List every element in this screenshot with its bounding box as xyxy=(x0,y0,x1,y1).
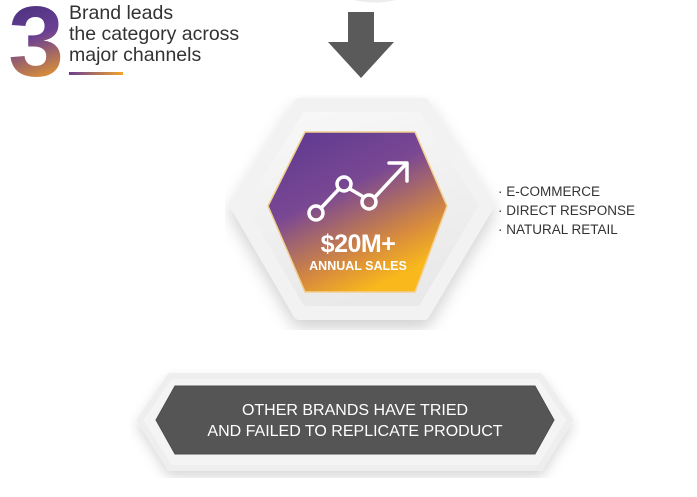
channel-item: DIRECT RESPONSE xyxy=(498,201,635,220)
heading-line: Brand leads xyxy=(69,2,174,24)
trend-up-chart-icon xyxy=(307,161,409,222)
banner-text: OTHER BRANDS HAVE TRIED AND FAILED TO RE… xyxy=(160,400,550,442)
step-heading: Brand leads the category across major ch… xyxy=(69,3,299,66)
heading-line: major channels xyxy=(69,44,202,66)
banner-line: AND FAILED TO REPLICATE PRODUCT xyxy=(207,423,503,440)
heading-underline xyxy=(69,72,123,75)
channel-item: E-COMMERCE xyxy=(498,182,635,201)
sales-value: $20M+ xyxy=(320,230,396,258)
sales-hexagon xyxy=(230,98,494,320)
channel-list: E-COMMERCE DIRECT RESPONSE NATURAL RETAI… xyxy=(498,182,635,239)
sales-label: ANNUAL SALES xyxy=(309,259,407,273)
step-number: 3 xyxy=(0,0,76,92)
heading-line: the category across xyxy=(69,23,240,45)
channel-item: NATURAL RETAIL xyxy=(498,220,635,239)
banner-line: OTHER BRANDS HAVE TRIED xyxy=(241,402,469,419)
down-arrow-icon xyxy=(328,12,394,78)
replication-banner xyxy=(137,373,573,471)
